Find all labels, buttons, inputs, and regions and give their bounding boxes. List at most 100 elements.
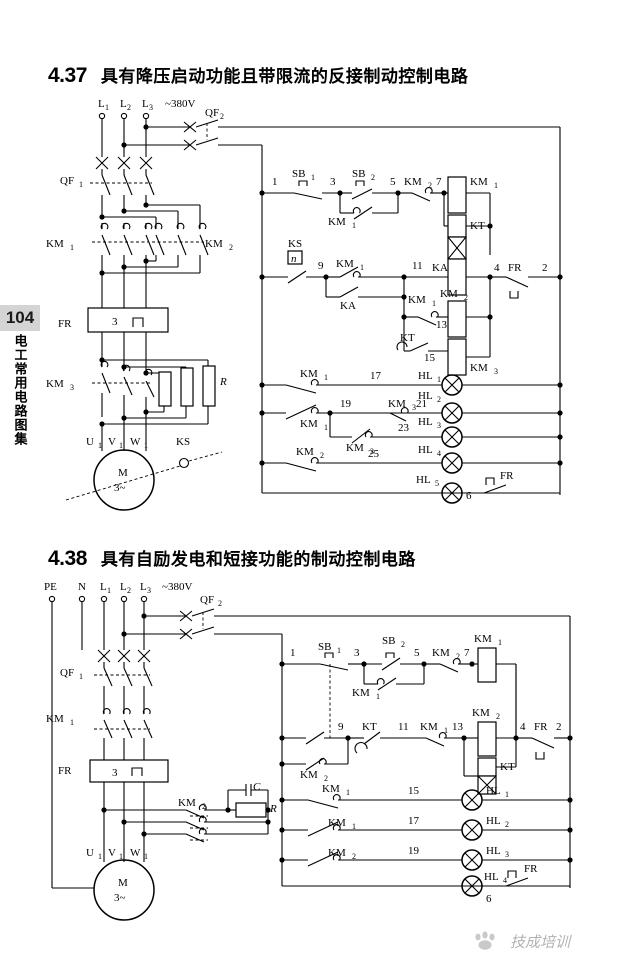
motor-terminal-W1: W (130, 436, 141, 448)
footer-watermark: 技成培训 (470, 930, 570, 952)
node-2-438: 2 (556, 721, 562, 733)
device-label-QF2: QF (205, 107, 219, 119)
lamp-label-HL4-438: HL (484, 871, 499, 883)
svg-text:1: 1 (494, 181, 498, 190)
svg-text:1: 1 (79, 180, 83, 189)
node-4-438: 4 (520, 721, 526, 733)
lamp-label-HL1: HL (418, 370, 433, 382)
contact-label-KM1-r2-438: KM (420, 721, 438, 733)
svg-text:1: 1 (437, 375, 441, 384)
phase-label-PE: PE (44, 581, 57, 593)
lamp-label-HL2-438: HL (486, 815, 501, 827)
device-label-QF1: QF (60, 175, 74, 187)
lamp-label-HL1-438: HL (486, 785, 501, 797)
svg-text:1: 1 (70, 243, 74, 252)
svg-text:1: 1 (352, 221, 356, 230)
contact-label-KM1-hl1-438: KM (322, 783, 340, 795)
section-heading-438: 4.38 具有自励发电和短接功能的制动控制电路 (48, 545, 416, 571)
contact-label-KM3-hl2: KM (388, 398, 406, 410)
svg-text:2: 2 (505, 820, 509, 829)
relay-inner-label-438: 3 (112, 767, 118, 779)
contact-label-KA-seal: KA (340, 300, 356, 312)
node-19: 19 (340, 398, 352, 410)
svg-text:1: 1 (352, 822, 356, 831)
node-7-438: 7 (464, 647, 470, 659)
svg-text:2: 2 (371, 173, 375, 182)
svg-text:2: 2 (218, 599, 222, 608)
svg-text:2: 2 (464, 293, 468, 302)
node-5: 5 (390, 176, 396, 188)
svg-text:1: 1 (337, 646, 341, 655)
page-tab: 104 电工常用电路图集 (0, 305, 40, 451)
contact-label-KM3-hl3: KM (346, 442, 364, 454)
lamp-label-HL4: HL (418, 444, 433, 456)
svg-text:3: 3 (149, 103, 153, 112)
svg-text:2: 2 (127, 586, 131, 595)
svg-text:5: 5 (435, 479, 439, 488)
contact-label-KM1-r3: KM (408, 294, 426, 306)
svg-text:1: 1 (98, 852, 102, 861)
coil-label-KM3: KM (470, 362, 488, 374)
node-17: 17 (370, 370, 382, 382)
motor-terminal-V1: V (108, 436, 116, 448)
device-label-FR-438: FR (58, 765, 72, 777)
device-label-R: R (219, 376, 227, 388)
watermark-text: 技成培训 (510, 933, 571, 951)
breaker-QF1-437: QF 1 (60, 156, 155, 217)
device-label-R-438: R (269, 803, 277, 815)
device-label-KM3: KM (46, 378, 64, 390)
contact-label-KM1-r2: KM (336, 258, 354, 270)
control-circuit-437: 1 SB1 SB2 3 3 5 KM1 (259, 168, 563, 504)
svg-text:1: 1 (346, 788, 350, 797)
phase-label-L3-438: L (140, 581, 147, 593)
ks-inner-label: n (291, 253, 297, 265)
svg-text:1: 1 (98, 441, 102, 450)
device-label-QF2-438: QF (200, 594, 214, 606)
device-label-KM1: KM (46, 238, 64, 250)
node-23: 23 (398, 422, 410, 434)
section-heading-437: 4.37 具有降压启动功能且带限流的反接制动控制电路 (48, 62, 468, 88)
device-label-SB2: SB (352, 168, 365, 180)
relay-inner-label: 3 (112, 316, 118, 328)
breaker-QF2-437: QF 2 (121, 107, 561, 495)
device-label-SB2-438: SB (382, 635, 395, 647)
page-number: 104 (0, 305, 40, 331)
motor-terminal-V1-438: V (108, 847, 116, 859)
contact-label-FR-hl4-438: FR (524, 863, 538, 875)
svg-text:2: 2 (352, 852, 356, 861)
device-label-SB1-438: SB (318, 641, 331, 653)
contact-label-KM2-seal-438: KM (300, 769, 318, 781)
svg-text:1: 1 (498, 638, 502, 647)
device-label-KM2: KM (205, 238, 223, 250)
svg-text:1: 1 (432, 299, 436, 308)
supply-voltage-438: ~380V (162, 581, 192, 593)
contact-label-KM1-hl1: KM (300, 368, 318, 380)
device-label-KM1-438: KM (46, 713, 64, 725)
page-side-label: 电工常用电路图集 (12, 334, 28, 446)
svg-text:3: 3 (412, 403, 416, 412)
node-21: 21 (416, 398, 427, 410)
node-3-438: 3 (354, 647, 360, 659)
coil-label-KM1-438: KM (474, 633, 492, 645)
device-label-SB1: SB (292, 168, 305, 180)
node-15-438: 15 (408, 785, 420, 797)
motor-terminal-U1: U (86, 436, 94, 448)
svg-text:1: 1 (79, 672, 83, 681)
node-13: 13 (436, 319, 448, 331)
contactor-group-KM1-KM2-437: KM 1 KM 2 (46, 202, 233, 292)
svg-text:2: 2 (496, 712, 500, 721)
node-4: 4 (494, 262, 500, 274)
svg-text:1: 1 (119, 441, 123, 450)
node-1: 1 (272, 176, 278, 188)
svg-text:2: 2 (229, 243, 233, 252)
phase-label-L3: L (142, 98, 149, 110)
svg-text:1: 1 (505, 790, 509, 799)
thermal-relay-FR-437: FR 3 (58, 292, 169, 373)
phase-label-N: N (78, 581, 86, 593)
